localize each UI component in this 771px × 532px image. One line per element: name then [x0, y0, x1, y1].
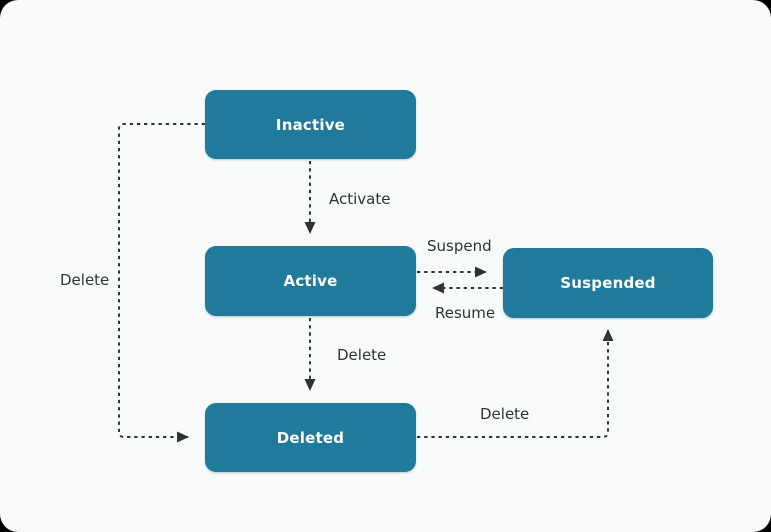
state-node-deleted: Deleted [205, 403, 416, 472]
state-node-inactive-label: Inactive [275, 115, 346, 134]
edge-label-resume: Resume [435, 304, 496, 322]
state-node-deleted-label: Deleted [276, 428, 345, 447]
edge-label-delete-active-to-deleted: Delete [337, 346, 387, 364]
edge-label-suspend: Suspend [427, 237, 492, 255]
state-node-suspended-label: Suspended [560, 274, 656, 292]
state-node-active: Active [205, 246, 416, 316]
edge-label-delete-inactive-to-deleted: Delete [60, 271, 110, 289]
edge-inactive-to-deleted-arrow [118, 123, 205, 443]
state-node-inactive: Inactive [205, 90, 416, 159]
edge-label-delete-deleted-to-suspended: Delete [480, 405, 530, 423]
edge-label-activate: Activate [329, 190, 391, 208]
state-node-active-label: Active [283, 272, 338, 290]
edge-deleted-to-suspended-arrow [417, 329, 614, 438]
state-node-suspended: Suspended [503, 248, 713, 318]
